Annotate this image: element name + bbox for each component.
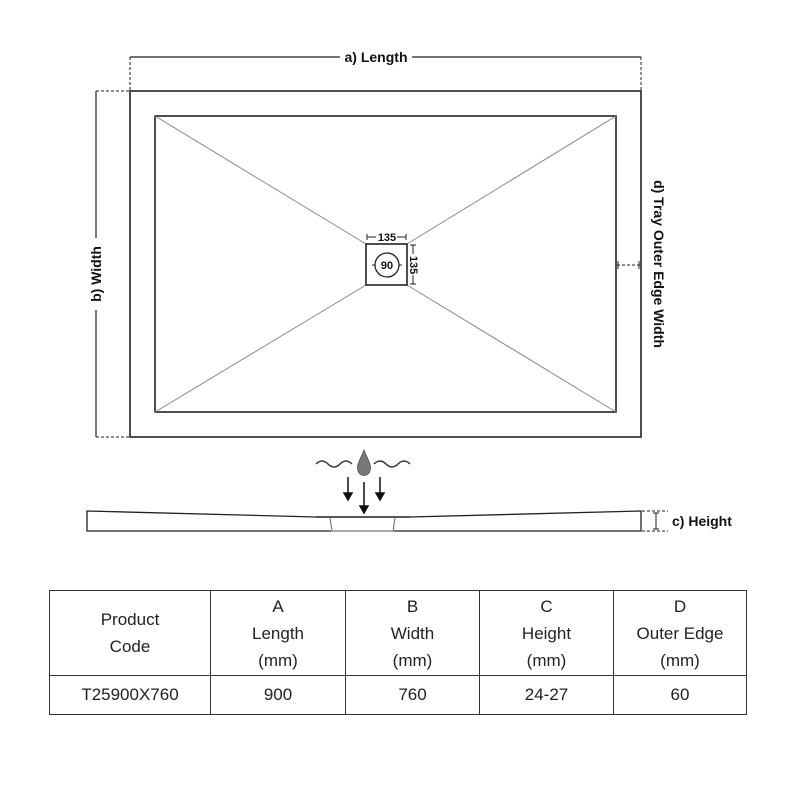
cell-outer-edge: 60 <box>613 675 747 715</box>
cell-height: 24-27 <box>479 675 614 715</box>
header-product-code: Product Code <box>49 590 211 676</box>
tray-outer-edge <box>129 90 642 438</box>
header-height: C Height (mm) <box>479 590 614 676</box>
water-wave-icon <box>315 460 353 468</box>
slope-lines <box>154 115 617 413</box>
header-length: A Length (mm) <box>210 590 346 676</box>
waste-diameter-label: 90 <box>381 260 393 272</box>
tray-side-profile <box>86 510 642 532</box>
height-label: c) Height <box>672 513 732 529</box>
cell-product-code: T25900X760 <box>49 675 211 715</box>
water-wave-icon <box>373 460 411 468</box>
header-width: B Width (mm) <box>345 590 480 676</box>
outer-edge-dimension: d) Tray Outer Edge Width <box>617 180 667 348</box>
length-label: a) Length <box>345 49 408 65</box>
outer-edge-label: d) Tray Outer Edge Width <box>651 180 667 348</box>
width-dimension: b) Width <box>88 90 130 438</box>
width-label: b) Width <box>88 246 104 302</box>
table-row: T25900X760 900 760 24-27 60 <box>49 675 747 715</box>
drain: 90 135 135 <box>365 232 419 286</box>
length-dimension: a) Length <box>129 49 642 91</box>
water-drop-icon <box>357 448 371 476</box>
cell-length: 900 <box>210 675 346 715</box>
shower-tray-diagram: a) Length b) Width 90 135 135 <box>86 49 732 532</box>
tray-inner-basin <box>154 115 617 413</box>
header-outer-edge: D Outer Edge (mm) <box>613 590 747 676</box>
drain-width-label: 135 <box>378 232 396 244</box>
table-header-row: Product Code A Length (mm) B Width (mm) … <box>49 590 747 676</box>
down-arrow-icon <box>342 477 386 515</box>
specification-table: Product Code A Length (mm) B Width (mm) … <box>49 590 747 715</box>
height-dimension: c) Height <box>642 510 732 532</box>
water-flow-icon <box>315 448 411 515</box>
drain-height-label: 135 <box>407 256 419 274</box>
cell-width: 760 <box>345 675 480 715</box>
